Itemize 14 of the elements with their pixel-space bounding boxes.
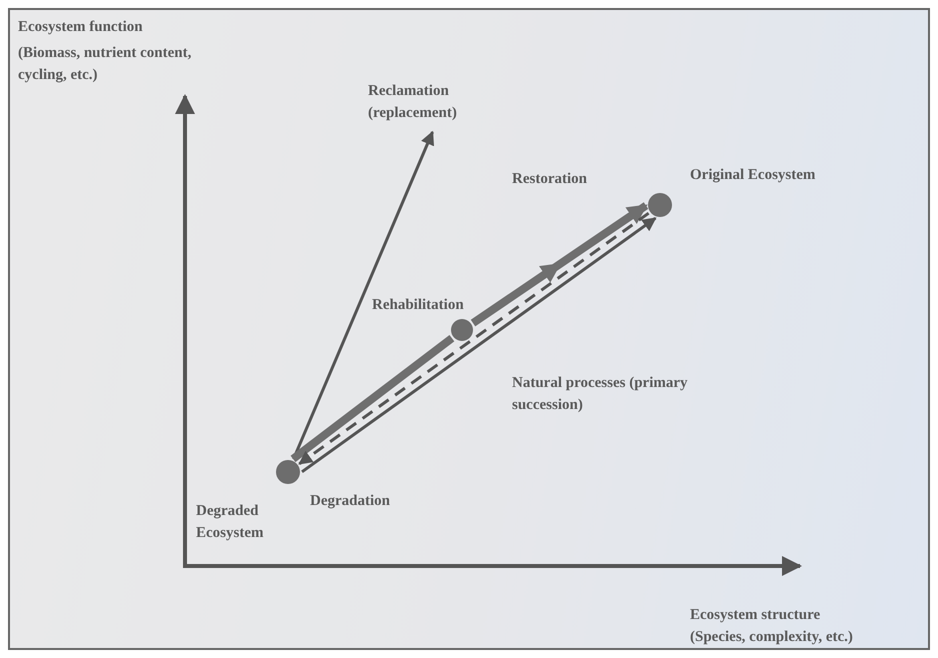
- node-caption: Original Ecosystem: [690, 166, 816, 185]
- edge-label: Natural processes (primary succession): [512, 374, 689, 415]
- axis-label: Ecosystem function: [18, 18, 144, 37]
- arrow: [470, 202, 648, 326]
- axis-label: Ecosystem structure: [690, 606, 822, 625]
- axis-label: (Species, complexity, etc.): [690, 628, 854, 647]
- connector-line: [290, 335, 454, 462]
- edge-label: Restoration: [512, 170, 588, 189]
- arrow: [292, 130, 434, 460]
- edge-label: Degradation: [310, 492, 391, 511]
- node-caption: Rehabilitation: [372, 296, 465, 315]
- node-caption: Degraded Ecosystem: [196, 502, 264, 543]
- axis-label: (Biomass, nutrient content, cycling, etc.): [18, 44, 192, 85]
- node-label: Reclamation (replacement): [368, 80, 520, 124]
